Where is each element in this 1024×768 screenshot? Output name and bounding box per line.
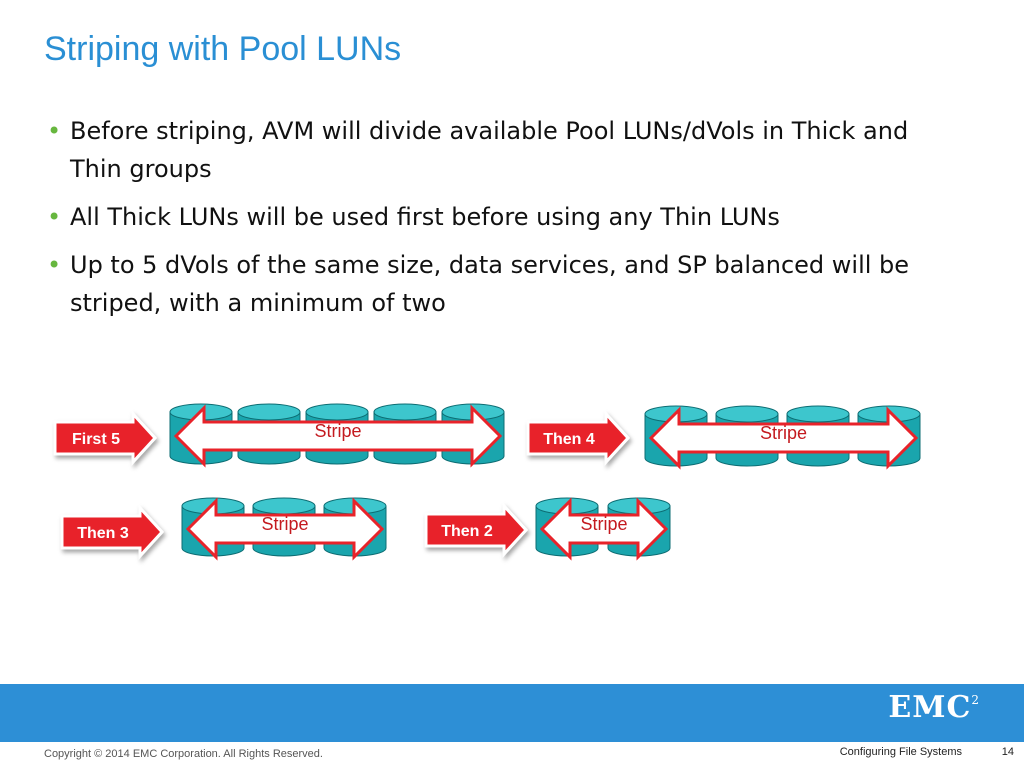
bullet-item: • Up to 5 dVols of the same size, data se… [44, 246, 944, 322]
group-label-arrow [53, 410, 158, 466]
bullet-list: • Before striping, AVM will divide availa… [44, 112, 944, 332]
bullet-text: Up to 5 dVols of the same size, data ser… [70, 251, 910, 317]
bullet-item: • Before striping, AVM will divide availa… [44, 112, 944, 188]
stripe-group: Then 3 Stripe [60, 497, 387, 561]
bullet-icon: • [47, 117, 62, 145]
stripe-label: Stripe [261, 514, 308, 534]
stripe-arrow [648, 406, 919, 470]
stripe-arrow [539, 497, 669, 561]
stripe-arrow [185, 497, 385, 561]
group-label: Then 2 [441, 523, 493, 540]
bullet-text: All Thick LUNs will be used first before… [70, 203, 780, 231]
group-label: Then 3 [77, 525, 129, 542]
stripe-group: Then 2 Stripe [424, 497, 671, 561]
bullet-item: • All Thick LUNs will be used first befor… [44, 198, 944, 236]
stripe-group: Then 4 Stripe [526, 405, 921, 470]
group-label-arrow [526, 410, 631, 466]
emc-logo: EMC2 [888, 690, 980, 725]
group-label: Then 4 [543, 431, 595, 448]
copyright-text: Copyright © 2014 EMC Corporation. All Ri… [44, 748, 323, 760]
stripe-arrow [173, 404, 503, 468]
group-label-arrow [424, 502, 529, 558]
bullet-icon: • [47, 203, 62, 231]
stripe-label: Stripe [760, 423, 807, 443]
slide-title: Striping with Pool LUNs [44, 30, 402, 68]
bullet-text: Before striping, AVM will divide availab… [70, 117, 909, 183]
section-name: Configuring File Systems [839, 746, 962, 758]
stripe-label: Stripe [314, 421, 361, 441]
stripe-label: Stripe [580, 514, 627, 534]
footer-bar [0, 684, 1024, 742]
bullet-icon: • [47, 251, 62, 279]
stripe-group: First 5 Stripe [53, 403, 505, 468]
page-number: 14 [1001, 746, 1014, 758]
group-label-arrow [60, 504, 165, 560]
group-label: First 5 [72, 431, 120, 448]
